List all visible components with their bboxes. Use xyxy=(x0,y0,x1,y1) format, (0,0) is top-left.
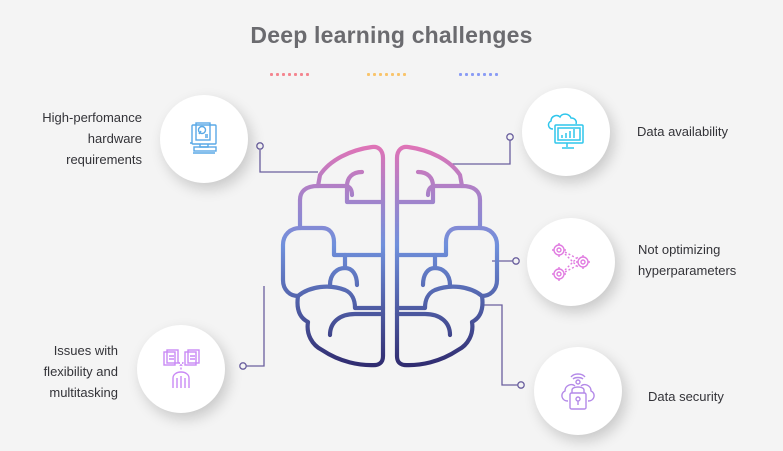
challenge-hardware-card xyxy=(160,95,248,183)
challenge-data-security-card xyxy=(534,347,622,435)
cloud-monitor-chart-icon xyxy=(547,113,584,149)
connector-flexibility xyxy=(246,286,265,367)
divider-dots-yellow xyxy=(367,73,406,77)
challenge-data-security-label: Data security xyxy=(648,389,724,404)
brain-icon xyxy=(280,144,500,368)
challenge-hardware-label: High-perfomance hardware requirements xyxy=(42,110,142,167)
connector-data-availability xyxy=(448,140,511,165)
challenge-flexibility-card xyxy=(137,325,225,413)
connector-end-circles xyxy=(239,133,525,389)
cloud-lock-signal-icon xyxy=(561,373,595,410)
challenge-data-availability-label: Data availability xyxy=(637,124,729,139)
challenge-hyperparameters-card xyxy=(527,218,615,306)
challenge-data-availability-card xyxy=(522,88,610,176)
page-title: Deep learning challenges xyxy=(250,22,533,48)
documents-hand-icon xyxy=(163,349,200,388)
challenge-flexibility-label: Issues with flexibility and multitasking xyxy=(43,343,118,400)
computer-hardware-icon xyxy=(190,122,217,154)
divider-dots-blue xyxy=(459,73,498,77)
gears-network-icon xyxy=(552,243,590,281)
connector-data-security xyxy=(483,304,518,386)
divider-dots-red xyxy=(270,73,309,77)
challenge-hyperparameters-label: Not optimizing hyperparameters xyxy=(638,242,737,278)
connector-hardware xyxy=(259,150,318,173)
connector-lines xyxy=(246,140,518,386)
